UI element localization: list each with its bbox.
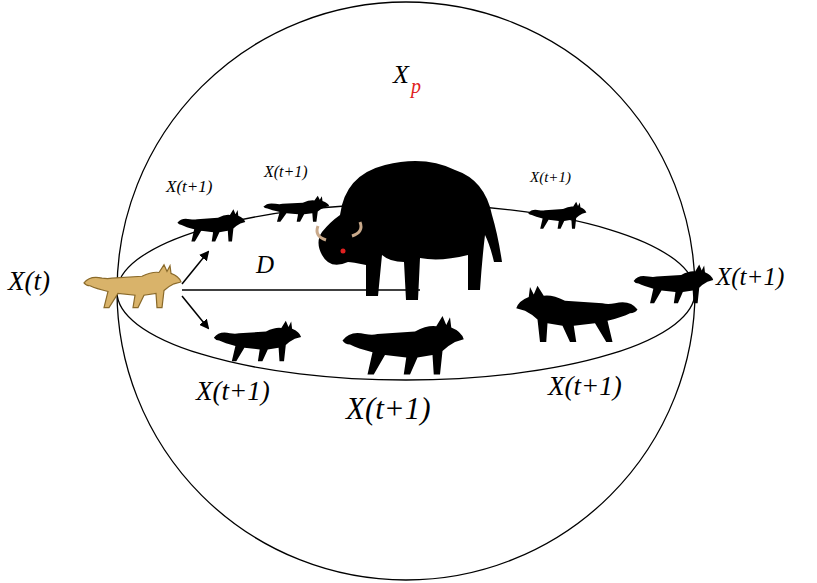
math-label: D	[256, 252, 274, 277]
math-label: X(t+1)	[530, 170, 571, 185]
math-label: X(t)	[8, 268, 50, 295]
wolf-silhouette	[263, 196, 329, 222]
wolf-silhouette	[634, 265, 714, 304]
search-sphere	[117, 2, 695, 580]
math-label: X(t+1)	[264, 164, 308, 180]
wolf-silhouette	[516, 286, 637, 342]
math-label: p	[411, 76, 421, 96]
math-label: X(t+1)	[196, 378, 270, 405]
wolf-silhouette	[528, 202, 586, 229]
wolf-silhouette	[214, 321, 301, 362]
wolf-silhouette	[343, 316, 464, 375]
current-wolf	[84, 265, 181, 308]
math-label: X(t+1)	[548, 373, 622, 400]
math-label: X	[393, 62, 409, 88]
bison-prey	[317, 161, 502, 300]
distance-line	[182, 289, 420, 291]
wolf-silhouette	[177, 209, 245, 241]
move-arrow	[182, 252, 208, 284]
math-label: X(t+1)	[716, 264, 784, 289]
math-label: X(t+1)	[346, 393, 431, 424]
move-arrow	[182, 296, 208, 328]
math-label: X(t+1)	[166, 178, 212, 195]
